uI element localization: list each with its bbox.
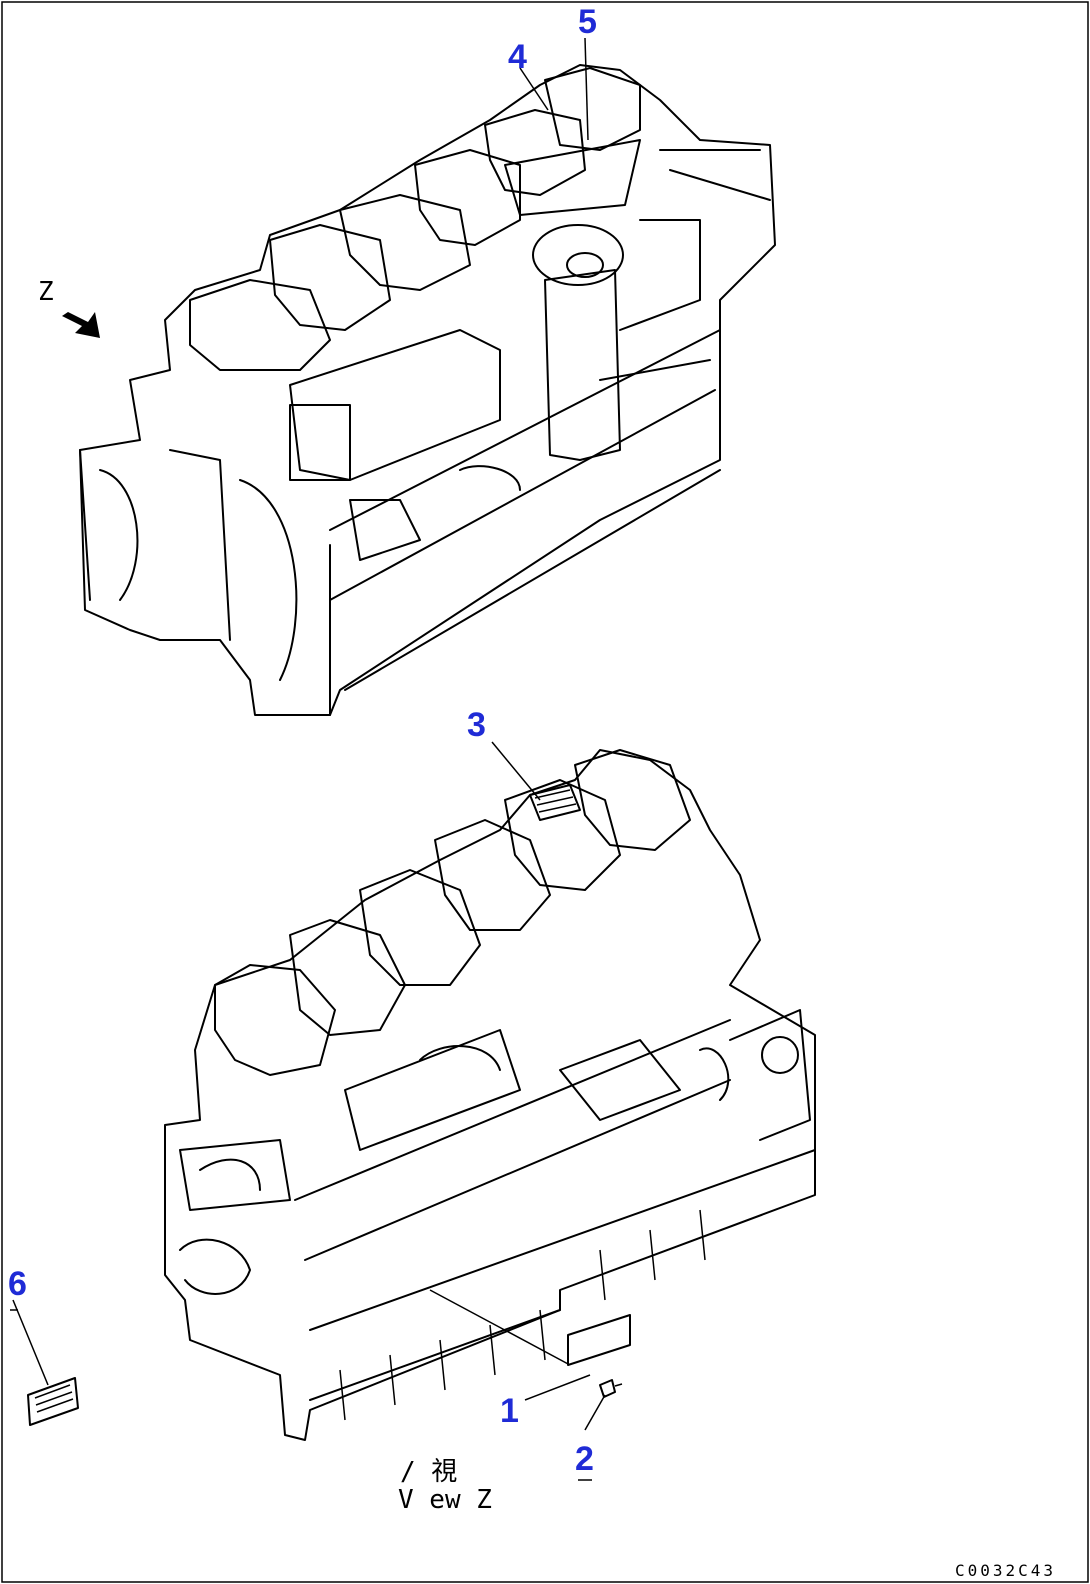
leader-lines [12,37,606,1431]
callout-3: 3 [467,706,486,744]
view-marker-label: Z [38,277,54,307]
callout-5: 5 [578,3,597,41]
drawing-code: C0032C43 [955,1561,1056,1580]
callout-6: 6 [8,1265,27,1303]
view-caption-en: V ew Z [398,1485,492,1515]
engine-bottom-view [164,749,816,1441]
manifold-flange [289,404,351,481]
callout-1: 1 [500,1392,519,1430]
engine-top-view [79,64,776,716]
callout-2: 2 [575,1440,594,1478]
view-z-arrow [62,312,100,338]
plate-item-6 [27,1377,79,1426]
view-caption-jp: / 視 [400,1457,457,1487]
callout-4: 4 [508,38,527,76]
